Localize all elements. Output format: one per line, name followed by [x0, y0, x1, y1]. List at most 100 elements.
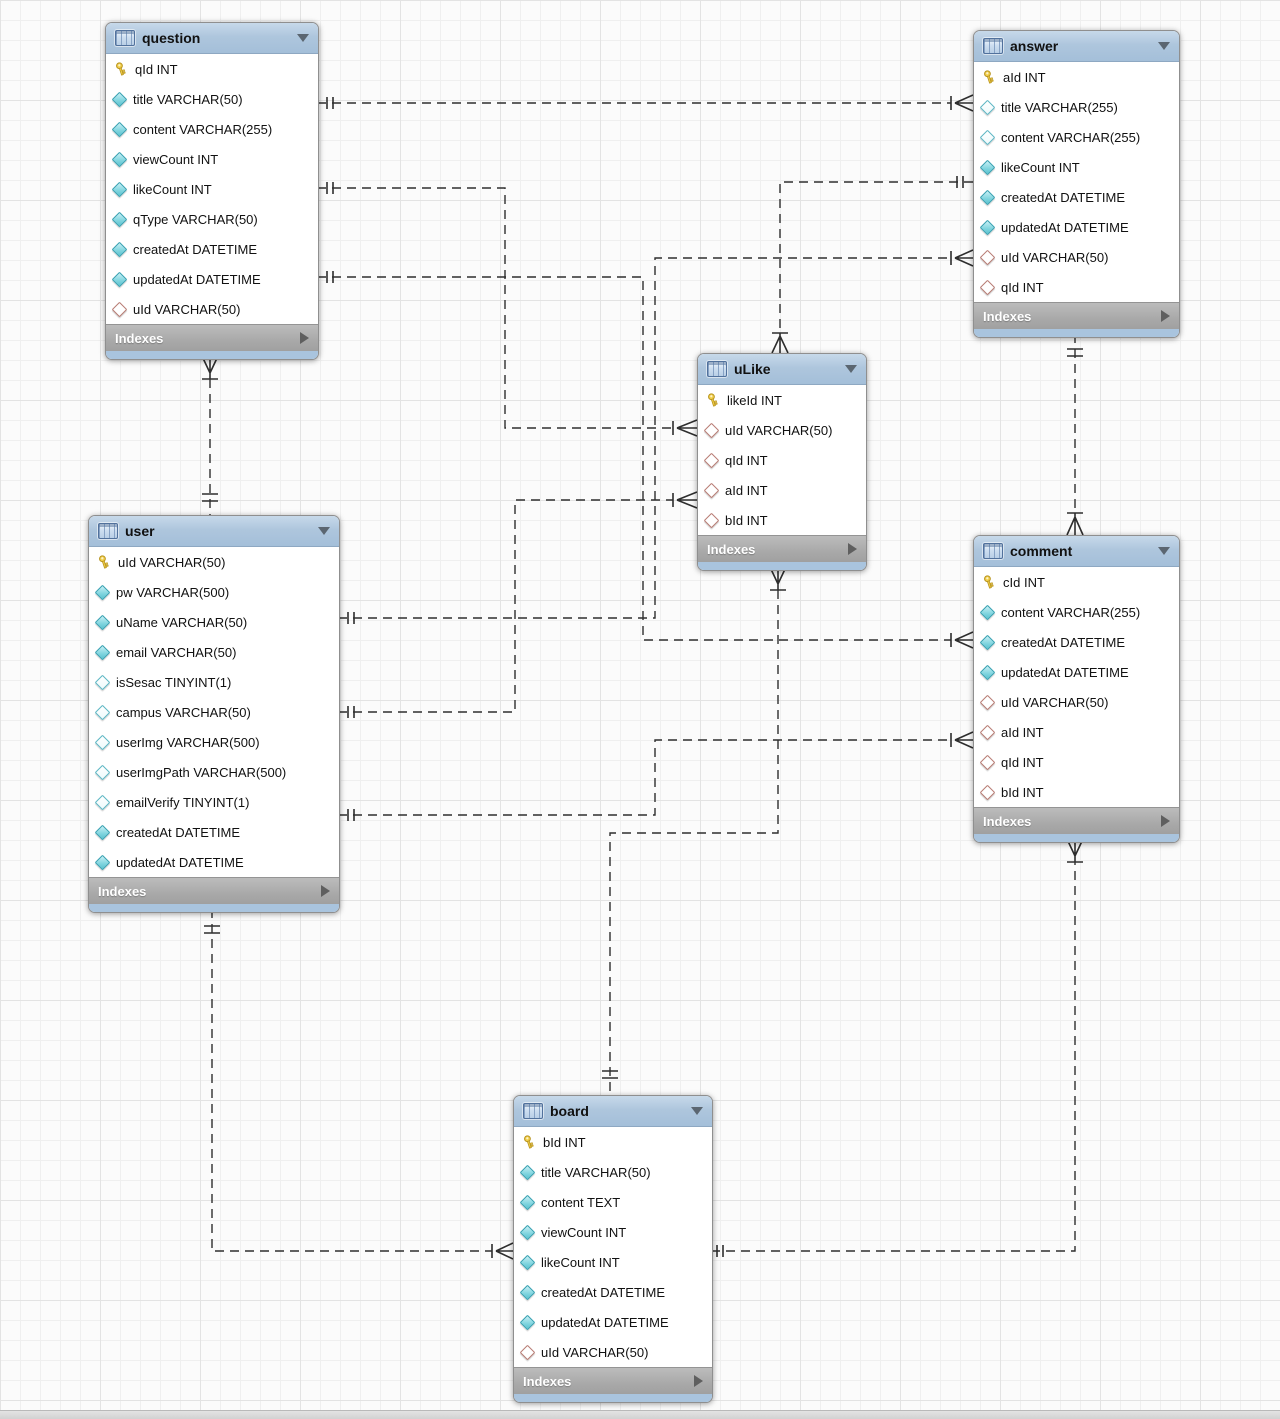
indexes-bar[interactable]: Indexes [974, 302, 1179, 329]
column-row[interactable]: createdAt DATETIME [974, 627, 1179, 657]
column-row[interactable]: createdAt DATETIME [89, 817, 339, 847]
column-row[interactable]: content VARCHAR(255) [974, 122, 1179, 152]
expand-indexes-icon[interactable] [321, 885, 330, 897]
table-user[interactable]: user uId VARCHAR(50) pw VARCHAR(500) uNa… [88, 515, 340, 913]
relationship-board_uLike[interactable] [602, 566, 787, 1095]
table-uLike[interactable]: uLike likeId INT uId VARCHAR(50) qId INT… [697, 353, 867, 571]
relationship-answer_uLike[interactable] [771, 176, 973, 354]
relationship-user_board[interactable] [204, 909, 514, 1260]
column-row[interactable]: likeCount INT [106, 174, 318, 204]
column-row[interactable]: campus VARCHAR(50) [89, 697, 339, 727]
table-header[interactable]: comment [974, 536, 1179, 567]
relationship-user_question[interactable] [201, 355, 219, 515]
column-row[interactable]: viewCount INT [106, 144, 318, 174]
column-row[interactable]: bId INT [514, 1127, 712, 1157]
column-label: content VARCHAR(255) [1001, 129, 1141, 145]
relationship-question_uLike[interactable] [317, 182, 698, 437]
indexes-label: Indexes [707, 541, 756, 557]
column-row[interactable]: updatedAt DATETIME [974, 657, 1179, 687]
relationship-question_comment[interactable] [317, 271, 974, 649]
column-label: userImgPath VARCHAR(500) [116, 764, 287, 780]
table-title: comment [1010, 543, 1073, 559]
expand-indexes-icon[interactable] [1161, 815, 1170, 827]
collapse-arrow-icon[interactable] [691, 1107, 703, 1115]
table-header[interactable]: question [106, 23, 318, 54]
column-row[interactable]: title VARCHAR(50) [106, 84, 318, 114]
table-header[interactable]: answer [974, 31, 1179, 62]
collapse-arrow-icon[interactable] [297, 34, 309, 42]
column-row[interactable]: content VARCHAR(255) [106, 114, 318, 144]
collapse-arrow-icon[interactable] [1158, 42, 1170, 50]
horizontal-scrollbar[interactable] [0, 1410, 1280, 1419]
table-comment[interactable]: comment cId INT content VARCHAR(255) cre… [973, 535, 1180, 843]
table-header[interactable]: uLike [698, 354, 866, 385]
column-row[interactable]: uId VARCHAR(50) [974, 242, 1179, 272]
indexes-bar[interactable]: Indexes [89, 877, 339, 904]
column-row[interactable]: pw VARCHAR(500) [89, 577, 339, 607]
column-row[interactable]: qType VARCHAR(50) [106, 204, 318, 234]
column-row[interactable]: bId INT [974, 777, 1179, 807]
column-row[interactable]: updatedAt DATETIME [106, 264, 318, 294]
column-row[interactable]: uId VARCHAR(50) [106, 294, 318, 324]
indexes-bar[interactable]: Indexes [698, 535, 866, 562]
column-row[interactable]: viewCount INT [514, 1217, 712, 1247]
column-row[interactable]: uId VARCHAR(50) [698, 415, 866, 445]
column-row[interactable]: updatedAt DATETIME [89, 847, 339, 877]
expand-indexes-icon[interactable] [300, 332, 309, 344]
indexes-bar[interactable]: Indexes [514, 1367, 712, 1394]
relationship-user_answer[interactable] [338, 249, 974, 624]
column-row[interactable]: updatedAt DATETIME [514, 1307, 712, 1337]
column-row[interactable]: qId INT [106, 54, 318, 84]
column-row[interactable]: content VARCHAR(255) [974, 597, 1179, 627]
column-row[interactable]: aId INT [974, 717, 1179, 747]
table-answer[interactable]: answer aId INT title VARCHAR(255) conten… [973, 30, 1180, 338]
column-row[interactable]: aId INT [698, 475, 866, 505]
column-row[interactable]: content TEXT [514, 1187, 712, 1217]
column-row[interactable]: email VARCHAR(50) [89, 637, 339, 667]
table-header[interactable]: board [514, 1096, 712, 1127]
relationship-user_comment[interactable] [338, 731, 974, 821]
column-row[interactable]: uName VARCHAR(50) [89, 607, 339, 637]
column-row[interactable]: uId VARCHAR(50) [89, 547, 339, 577]
column-row[interactable]: userImg VARCHAR(500) [89, 727, 339, 757]
column-row[interactable]: qId INT [974, 272, 1179, 302]
relationship-user_uLike[interactable] [338, 491, 698, 718]
column-row[interactable]: userImgPath VARCHAR(500) [89, 757, 339, 787]
column-row[interactable]: createdAt DATETIME [106, 234, 318, 264]
collapse-arrow-icon[interactable] [318, 527, 330, 535]
table-header[interactable]: user [89, 516, 339, 547]
column-row[interactable]: createdAt DATETIME [974, 182, 1179, 212]
column-row[interactable]: emailVerify TINYINT(1) [89, 787, 339, 817]
table-board[interactable]: board bId INT title VARCHAR(50) content … [513, 1095, 713, 1403]
expand-indexes-icon[interactable] [848, 543, 857, 555]
column-label: updatedAt DATETIME [1001, 664, 1129, 680]
column-row[interactable]: isSesac TINYINT(1) [89, 667, 339, 697]
column-row[interactable]: qId INT [698, 445, 866, 475]
indexes-bar[interactable]: Indexes [974, 807, 1179, 834]
relationship-board_comment[interactable] [711, 838, 1084, 1257]
column-row[interactable]: cId INT [974, 567, 1179, 597]
column-row[interactable]: uId VARCHAR(50) [514, 1337, 712, 1367]
collapse-arrow-icon[interactable] [1158, 547, 1170, 555]
table-question[interactable]: question qId INT title VARCHAR(50) conte… [105, 22, 319, 360]
column-row[interactable]: aId INT [974, 62, 1179, 92]
expand-indexes-icon[interactable] [1161, 310, 1170, 322]
collapse-arrow-icon[interactable] [845, 365, 857, 373]
column-row[interactable]: uId VARCHAR(50) [974, 687, 1179, 717]
column-label: aId INT [1003, 69, 1046, 85]
column-row[interactable]: qId INT [974, 747, 1179, 777]
column-row[interactable]: title VARCHAR(255) [974, 92, 1179, 122]
relationship-question_answer[interactable] [317, 94, 974, 112]
column-row[interactable]: likeId INT [698, 385, 866, 415]
expand-indexes-icon[interactable] [694, 1375, 703, 1387]
indexes-bar[interactable]: Indexes [106, 324, 318, 351]
column-row[interactable]: likeCount INT [514, 1247, 712, 1277]
column-row[interactable]: createdAt DATETIME [514, 1277, 712, 1307]
column-row[interactable]: updatedAt DATETIME [974, 212, 1179, 242]
column-row[interactable]: likeCount INT [974, 152, 1179, 182]
column-row[interactable]: title VARCHAR(50) [514, 1157, 712, 1187]
relationship-answer_comment[interactable] [1066, 334, 1084, 536]
column-row[interactable]: bId INT [698, 505, 866, 535]
column-label: aId INT [725, 482, 768, 498]
